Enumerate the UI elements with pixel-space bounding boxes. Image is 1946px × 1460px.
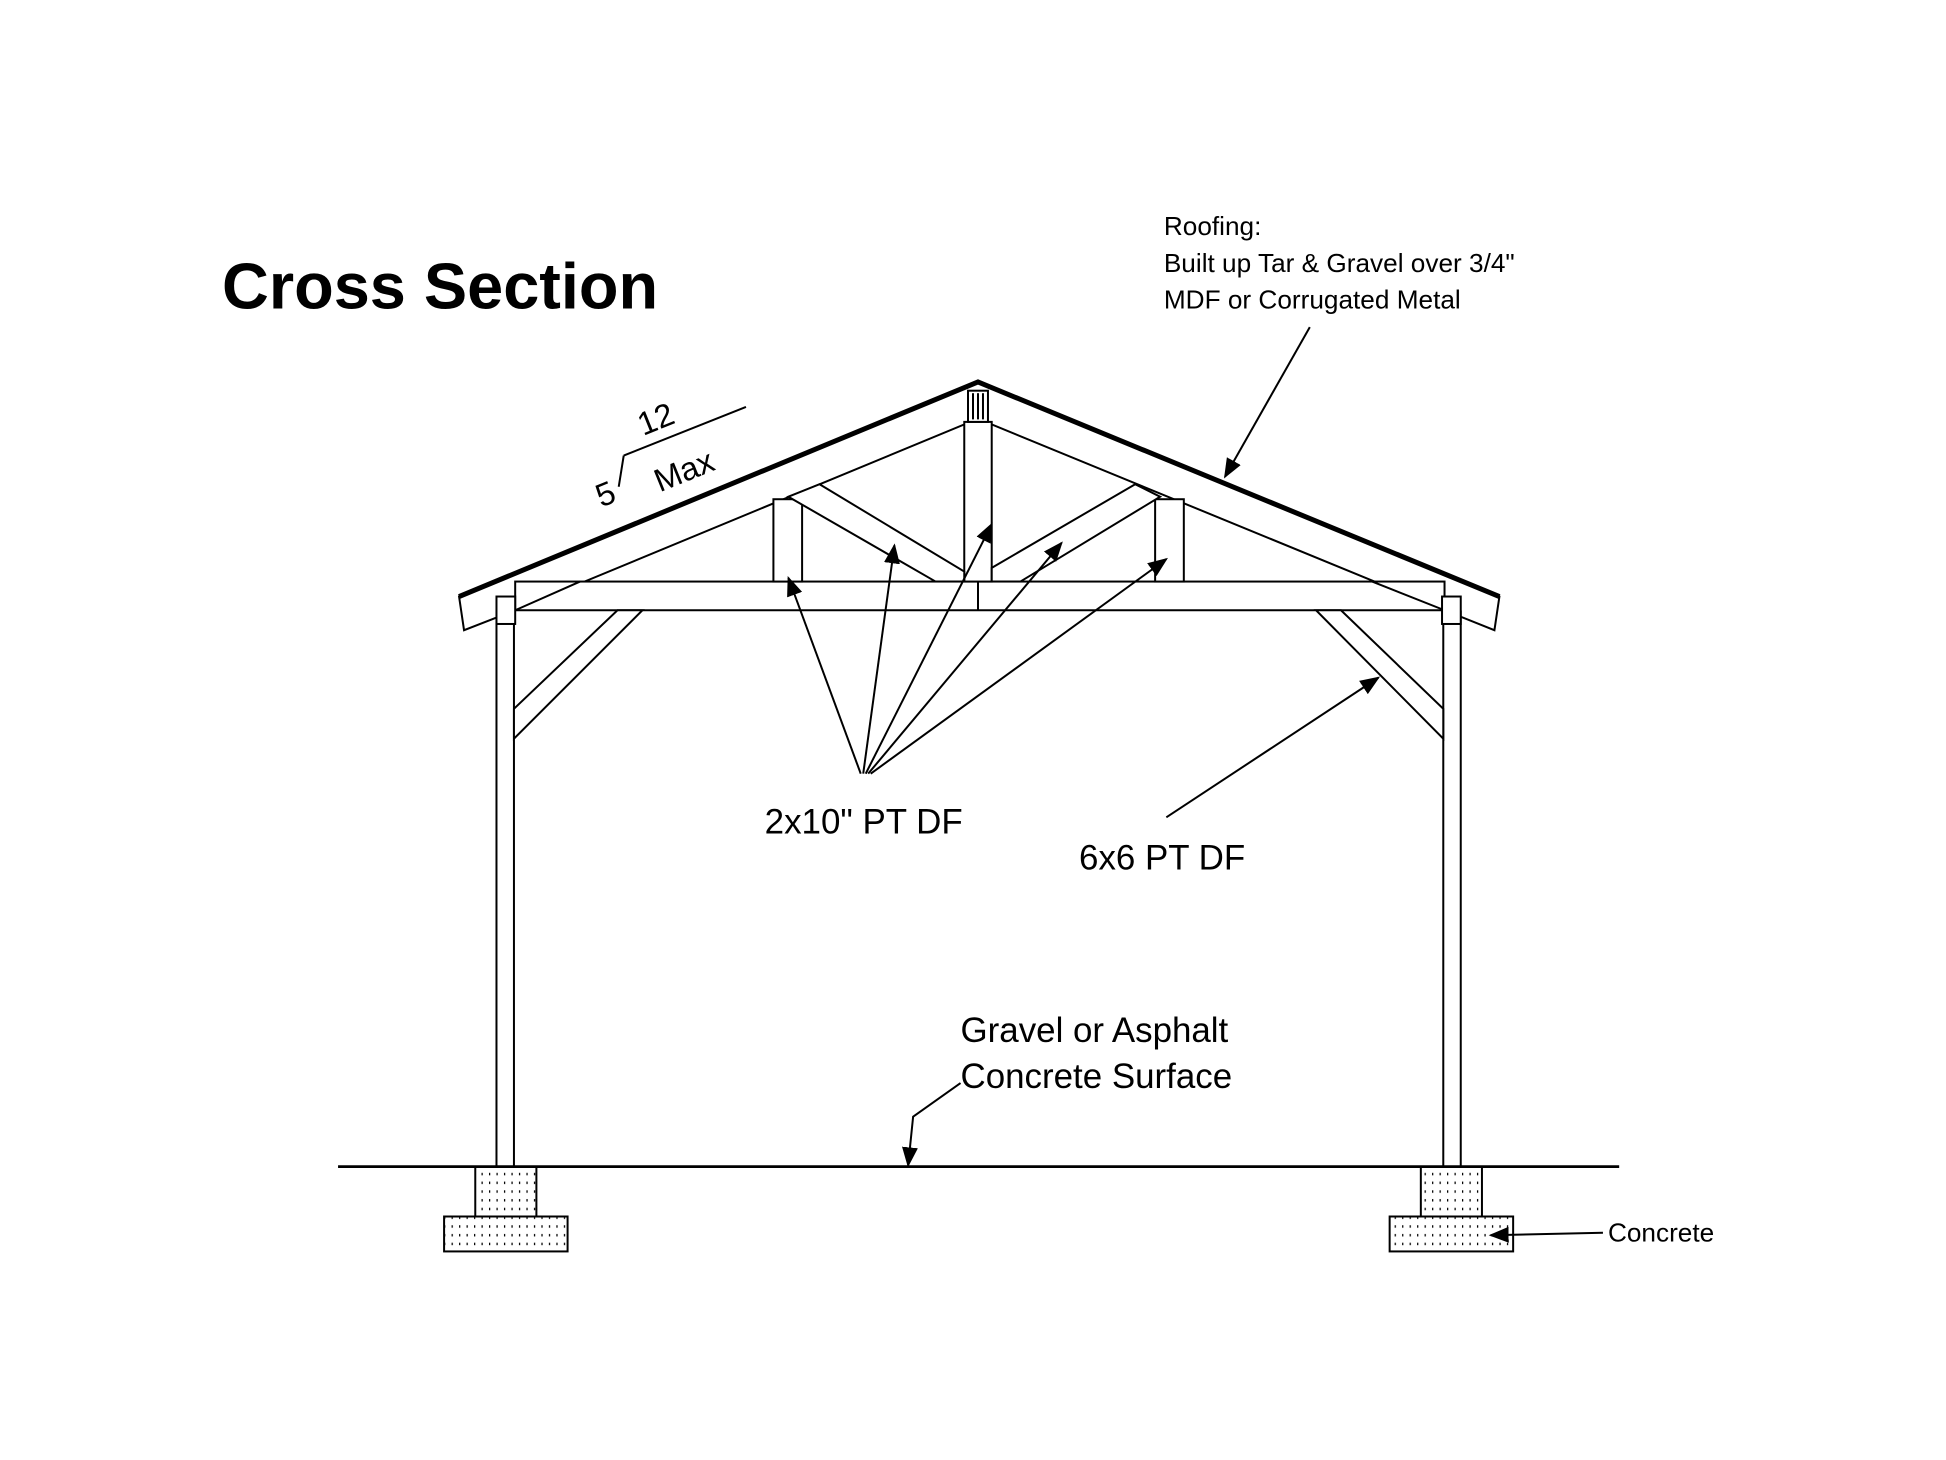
left-web-vertical [772,498,804,583]
king-post [963,420,993,583]
roof [457,379,1501,632]
posts [495,595,1462,1168]
right-knee-brace [1313,609,1445,742]
truss-lumber-label: 2x10" PT DF [765,803,963,842]
right-diagonal-web [990,483,1163,583]
post-lumber-label: 6x6 PT DF [1079,839,1245,878]
roofing-label: Roofing: [1164,211,1262,241]
right-pier [1419,1165,1483,1218]
leaders [787,326,1603,1243]
left-knee-brace [512,609,645,742]
left-pier [474,1165,538,1218]
ground-and-footings [338,1165,1620,1253]
left-diagonal-web [786,483,966,583]
right-web-vertical [1154,498,1185,583]
surface-label: Gravel or Asphalt [961,1011,1229,1050]
left-footing [443,1215,569,1253]
drawing-title: Cross Section [222,249,658,322]
left-post [495,610,515,1168]
annotations: Roofing: Built up Tar & Gravel over 3/4"… [765,211,1715,1248]
roofing-spec: Built up Tar & Gravel over 3/4" [1164,248,1515,278]
svg-text:5: 5 [590,474,620,514]
svg-text:Max: Max [649,443,719,499]
right-post [1442,610,1462,1168]
roofing-spec-2: MDF or Corrugated Metal [1164,284,1461,314]
tie-beam [514,580,1446,612]
surface-label-2: Concrete Surface [961,1057,1233,1096]
footing-label: Concrete [1608,1217,1714,1247]
right-footing [1388,1215,1515,1253]
